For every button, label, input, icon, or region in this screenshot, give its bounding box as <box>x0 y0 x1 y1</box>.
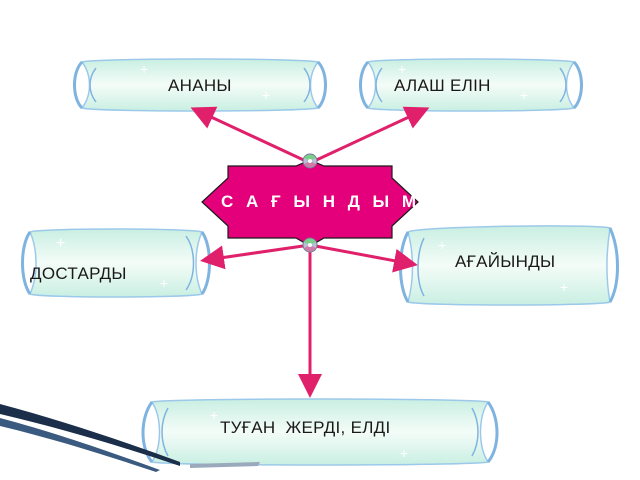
arrow-to-anany <box>190 106 311 165</box>
node-label-anany: АНАНЫ <box>168 76 232 95</box>
center-node <box>201 159 419 247</box>
svg-text:+: + <box>140 61 148 77</box>
scroll-banner-dostar: + + <box>21 228 211 298</box>
svg-text:+: + <box>520 87 528 103</box>
svg-text:+: + <box>160 275 168 291</box>
scroll-banner-tugan: + + <box>141 398 499 466</box>
svg-text:+: + <box>560 279 568 295</box>
arrow-to-dostar <box>200 243 311 270</box>
arrow-to-agaiyn <box>309 243 418 273</box>
center-label: С А Ғ Ы Н Д Ы М <box>221 192 421 211</box>
svg-text:+: + <box>262 87 270 103</box>
svg-text:+: + <box>398 61 406 77</box>
arrow-to-alash <box>309 106 430 165</box>
svg-text:+: + <box>400 445 408 461</box>
cd-icon-bottom <box>302 237 318 253</box>
connector-arrows <box>190 106 430 398</box>
scroll-banner-anany: + + <box>73 58 327 112</box>
node-label-tugan: ТУҒАН ЖЕРДІ, ЕЛДІ <box>220 418 391 437</box>
cd-icon-top <box>302 153 318 169</box>
scroll-banner-agaiyn: + + <box>399 225 619 306</box>
node-label-alash: АЛАШ ЕЛІН <box>394 76 491 95</box>
node-label-agaiyn: АҒАЙЫНДЫ <box>455 252 556 271</box>
svg-text:+: + <box>56 235 65 252</box>
svg-text:+: + <box>438 237 446 253</box>
scroll-banner-alash: + + <box>359 58 583 112</box>
node-label-dostar: ДОСТАРДЫ <box>30 264 127 283</box>
decorative-swoosh <box>0 404 260 472</box>
svg-text:+: + <box>210 407 218 423</box>
